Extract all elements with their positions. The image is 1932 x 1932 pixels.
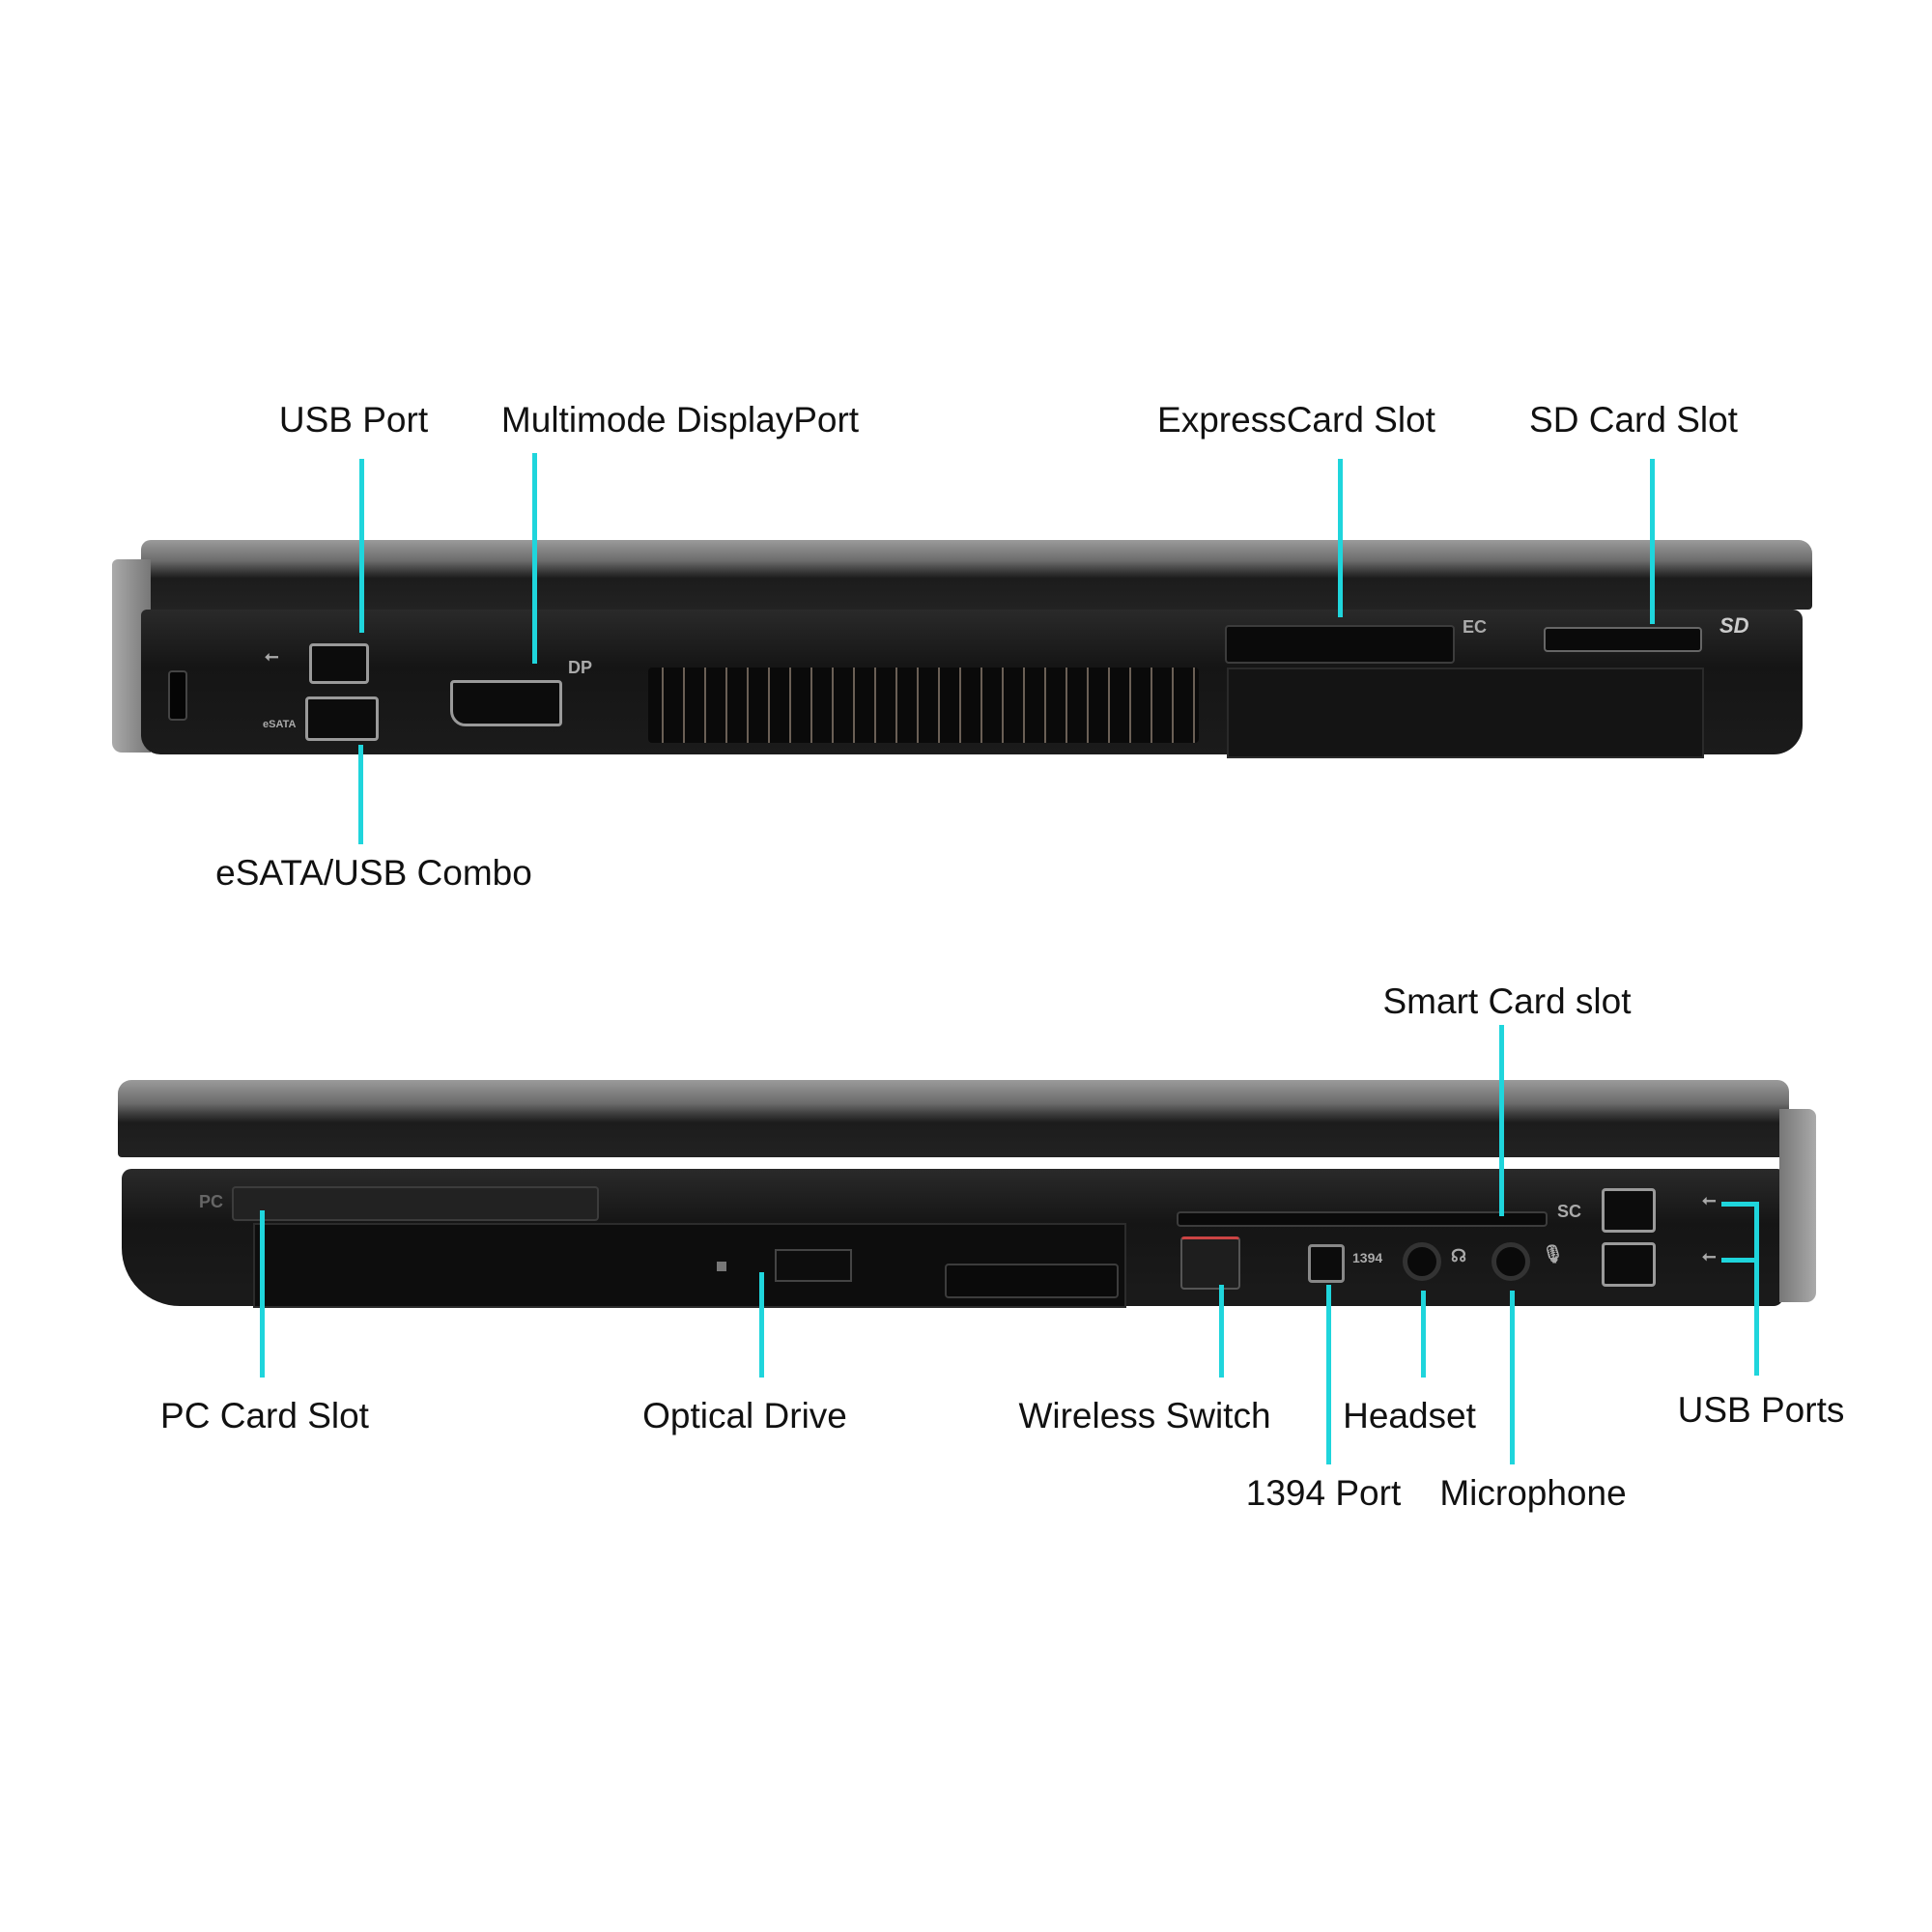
label-esata-usb: eSATA/USB Combo (215, 853, 532, 893)
callout-line-esata (358, 745, 363, 844)
sc-marking: SC (1557, 1202, 1582, 1221)
label-displayport: Multimode DisplayPort (500, 400, 860, 440)
callout-line-usb-port (359, 459, 364, 633)
p1394-marking: 1394 (1352, 1250, 1383, 1265)
label-smart-card: Smart Card slot (1382, 981, 1632, 1021)
pc-marking: PC (199, 1192, 224, 1211)
microphone-jack (1492, 1242, 1530, 1281)
usb-icon: ⭠ (265, 646, 279, 666)
laptop-right-side-view: PC SC 1394 ☊ 🎙 ⭠ ⭠ (118, 1080, 1816, 1312)
optical-drive-tray-latch (945, 1264, 1119, 1298)
headphone-icon: ☊ (1451, 1246, 1466, 1265)
label-expresscard: ExpressCard Slot (1157, 400, 1435, 440)
ec-marking: EC (1463, 617, 1488, 637)
callout-line-smart-card (1499, 1025, 1504, 1216)
headset-jack (1403, 1242, 1441, 1281)
callout-line-1394 (1326, 1285, 1331, 1464)
usb-port-2 (1602, 1242, 1656, 1287)
label-microphone: Microphone (1439, 1473, 1627, 1513)
label-wireless-switch: Wireless Switch (1018, 1396, 1271, 1435)
label-usb-ports: USB Ports (1677, 1390, 1845, 1430)
displayport (450, 680, 562, 726)
label-sd-card: SD Card Slot (1529, 400, 1738, 440)
label-headset: Headset (1343, 1396, 1476, 1435)
wireless-switch (1180, 1236, 1240, 1290)
callout-branch-usb-2 (1721, 1258, 1759, 1263)
callout-line-pc-card (260, 1210, 265, 1378)
microphone-icon: 🎙 (1542, 1244, 1564, 1264)
cooling-vent (648, 668, 1199, 743)
expresscard-slot (1225, 625, 1455, 664)
usb-port (309, 643, 369, 684)
usb-icon: ⭠ (1702, 1190, 1717, 1209)
optical-drive-led (717, 1262, 726, 1271)
callout-line-microphone (1510, 1291, 1515, 1464)
dp-icon: DP (568, 658, 593, 677)
esata-marking: eSATA (263, 719, 297, 730)
battery-panel (1227, 668, 1704, 758)
label-1394-port: 1394 Port (1245, 1473, 1402, 1513)
pc-card-slot (232, 1186, 599, 1221)
esata-usb-port (305, 696, 379, 741)
smart-card-slot (1177, 1211, 1548, 1227)
callout-line-optical-drive (759, 1272, 764, 1378)
usb-port-1 (1602, 1188, 1656, 1233)
optical-drive-eject-button (775, 1249, 852, 1282)
usb-icon: ⭠ (1702, 1246, 1717, 1265)
sd-card-slot (1544, 627, 1702, 652)
laptop-lid (118, 1080, 1789, 1157)
callout-line-displayport (532, 453, 537, 664)
security-lock-slot (168, 670, 187, 721)
laptop-left-side-view: ⭠ eSATA DP EC SD (112, 540, 1812, 764)
callout-line-sd-card (1650, 459, 1655, 624)
callout-branch-usb-1 (1721, 1202, 1759, 1207)
callout-line-expresscard (1338, 459, 1343, 617)
port-1394 (1308, 1244, 1345, 1283)
callout-line-headset (1421, 1291, 1426, 1378)
callout-line-usb-ports (1754, 1202, 1759, 1376)
hinge-edge (1779, 1109, 1816, 1302)
callout-line-wireless-switch (1219, 1285, 1224, 1378)
label-pc-card: PC Card Slot (160, 1396, 369, 1435)
laptop-lid (141, 540, 1812, 610)
sd-logo: SD (1719, 613, 1749, 638)
label-usb-port: USB Port (278, 400, 429, 440)
label-optical-drive: Optical Drive (642, 1396, 847, 1435)
